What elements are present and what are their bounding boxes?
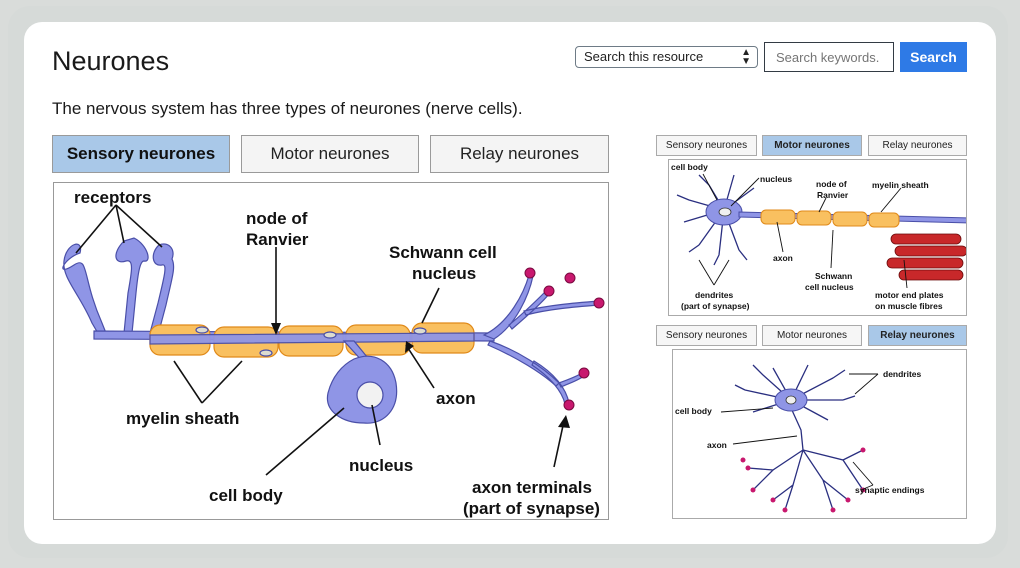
thumb1-label-nucleus: nucleus bbox=[760, 174, 792, 184]
thumb1-label-cell-body: cell body bbox=[671, 162, 708, 172]
thumb1-tab-motor[interactable]: Motor neurones bbox=[762, 135, 862, 156]
label-cell-body: cell body bbox=[209, 486, 283, 505]
schwann-nucleus bbox=[323, 331, 337, 339]
label-axon: axon bbox=[436, 389, 476, 408]
terminal-knob bbox=[578, 367, 590, 379]
receptor-left bbox=[62, 243, 107, 336]
relay-neurone-thumbnail[interactable]: dendrites cell body axon synaptic ending… bbox=[672, 349, 967, 519]
label-myelin-sheath: myelin sheath bbox=[126, 409, 239, 428]
thumb2-label-cell-body: cell body bbox=[675, 406, 712, 416]
terminal-knob bbox=[543, 285, 555, 297]
thumb1-label-cell-nucleus: cell nucleus bbox=[805, 282, 854, 292]
sensory-neurone-diagram: receptors node of Ranvier Schwann cell n… bbox=[53, 182, 609, 520]
tab-motor-neurones[interactable]: Motor neurones bbox=[241, 135, 419, 173]
label-axon-terminals: axon terminals bbox=[472, 478, 592, 497]
receptor-middle bbox=[115, 237, 149, 334]
label-schwann-cell: Schwann cell bbox=[389, 243, 497, 262]
thumb2-label-synaptic-endings: synaptic endings bbox=[855, 485, 925, 495]
label-ranvier: Ranvier bbox=[246, 230, 309, 249]
thumb1-label-node-of: node of bbox=[816, 179, 847, 189]
terminal-knob bbox=[564, 272, 576, 284]
schwann-nucleus bbox=[259, 349, 273, 357]
terminal-knob bbox=[524, 267, 536, 279]
terminal-knob bbox=[593, 297, 605, 309]
tab-sensory-neurones[interactable]: Sensory neurones bbox=[52, 135, 230, 173]
thumb2-label-axon: axon bbox=[707, 440, 727, 450]
motor-neurone-thumbnail[interactable]: cell body nucleus node of Ranvier myelin… bbox=[668, 159, 967, 316]
schwann-nucleus bbox=[195, 326, 209, 334]
cell-nucleus bbox=[356, 381, 384, 409]
schwann-nucleus bbox=[413, 327, 427, 335]
page-title: Neurones bbox=[52, 46, 170, 76]
thumb1-label-ranvier: Ranvier bbox=[817, 190, 849, 200]
intro-text: The nervous system has three types of ne… bbox=[52, 99, 523, 118]
thumb1-label-schwann: Schwann bbox=[815, 271, 852, 281]
tab-relay-neurones[interactable]: Relay neurones bbox=[430, 135, 609, 173]
thumb1-label-motor-end-plates: motor end plates bbox=[875, 290, 944, 300]
terminal-branches bbox=[482, 274, 600, 405]
label-part-of-synapse: (part of synapse) bbox=[463, 499, 600, 518]
search-scope-value: Search this resource bbox=[584, 49, 704, 64]
thumb2-tab-sensory[interactable]: Sensory neurones bbox=[656, 325, 757, 346]
search-scope-select[interactable]: Search this resource ▲▼ bbox=[575, 46, 758, 68]
thumb1-tab-sensory[interactable]: Sensory neurones bbox=[656, 135, 757, 156]
thumb1-label-axon: axon bbox=[773, 253, 793, 263]
thumb1-label-dendrites: dendrites bbox=[695, 290, 734, 300]
thumb1-label-part-of-synapse: (part of synapse) bbox=[681, 301, 750, 311]
thumb1-tab-relay[interactable]: Relay neurones bbox=[868, 135, 967, 156]
thumb2-tab-motor[interactable]: Motor neurones bbox=[762, 325, 862, 346]
search-input[interactable] bbox=[764, 42, 894, 72]
thumb2-label-dendrites: dendrites bbox=[883, 369, 922, 379]
thumb2-tab-relay[interactable]: Relay neurones bbox=[868, 325, 967, 346]
thumb1-label-muscle-fibres: on muscle fibres bbox=[875, 301, 943, 311]
updown-arrows-icon: ▲▼ bbox=[741, 47, 751, 67]
label-schwann-nucleus: nucleus bbox=[412, 264, 476, 283]
label-nucleus: nucleus bbox=[349, 456, 413, 475]
search-button[interactable]: Search bbox=[900, 42, 967, 72]
terminal-knob bbox=[563, 399, 575, 411]
receptor-right bbox=[149, 243, 175, 336]
label-receptors: receptors bbox=[74, 188, 151, 207]
label-node-of: node of bbox=[246, 209, 308, 228]
thumb1-label-myelin: myelin sheath bbox=[872, 180, 929, 190]
